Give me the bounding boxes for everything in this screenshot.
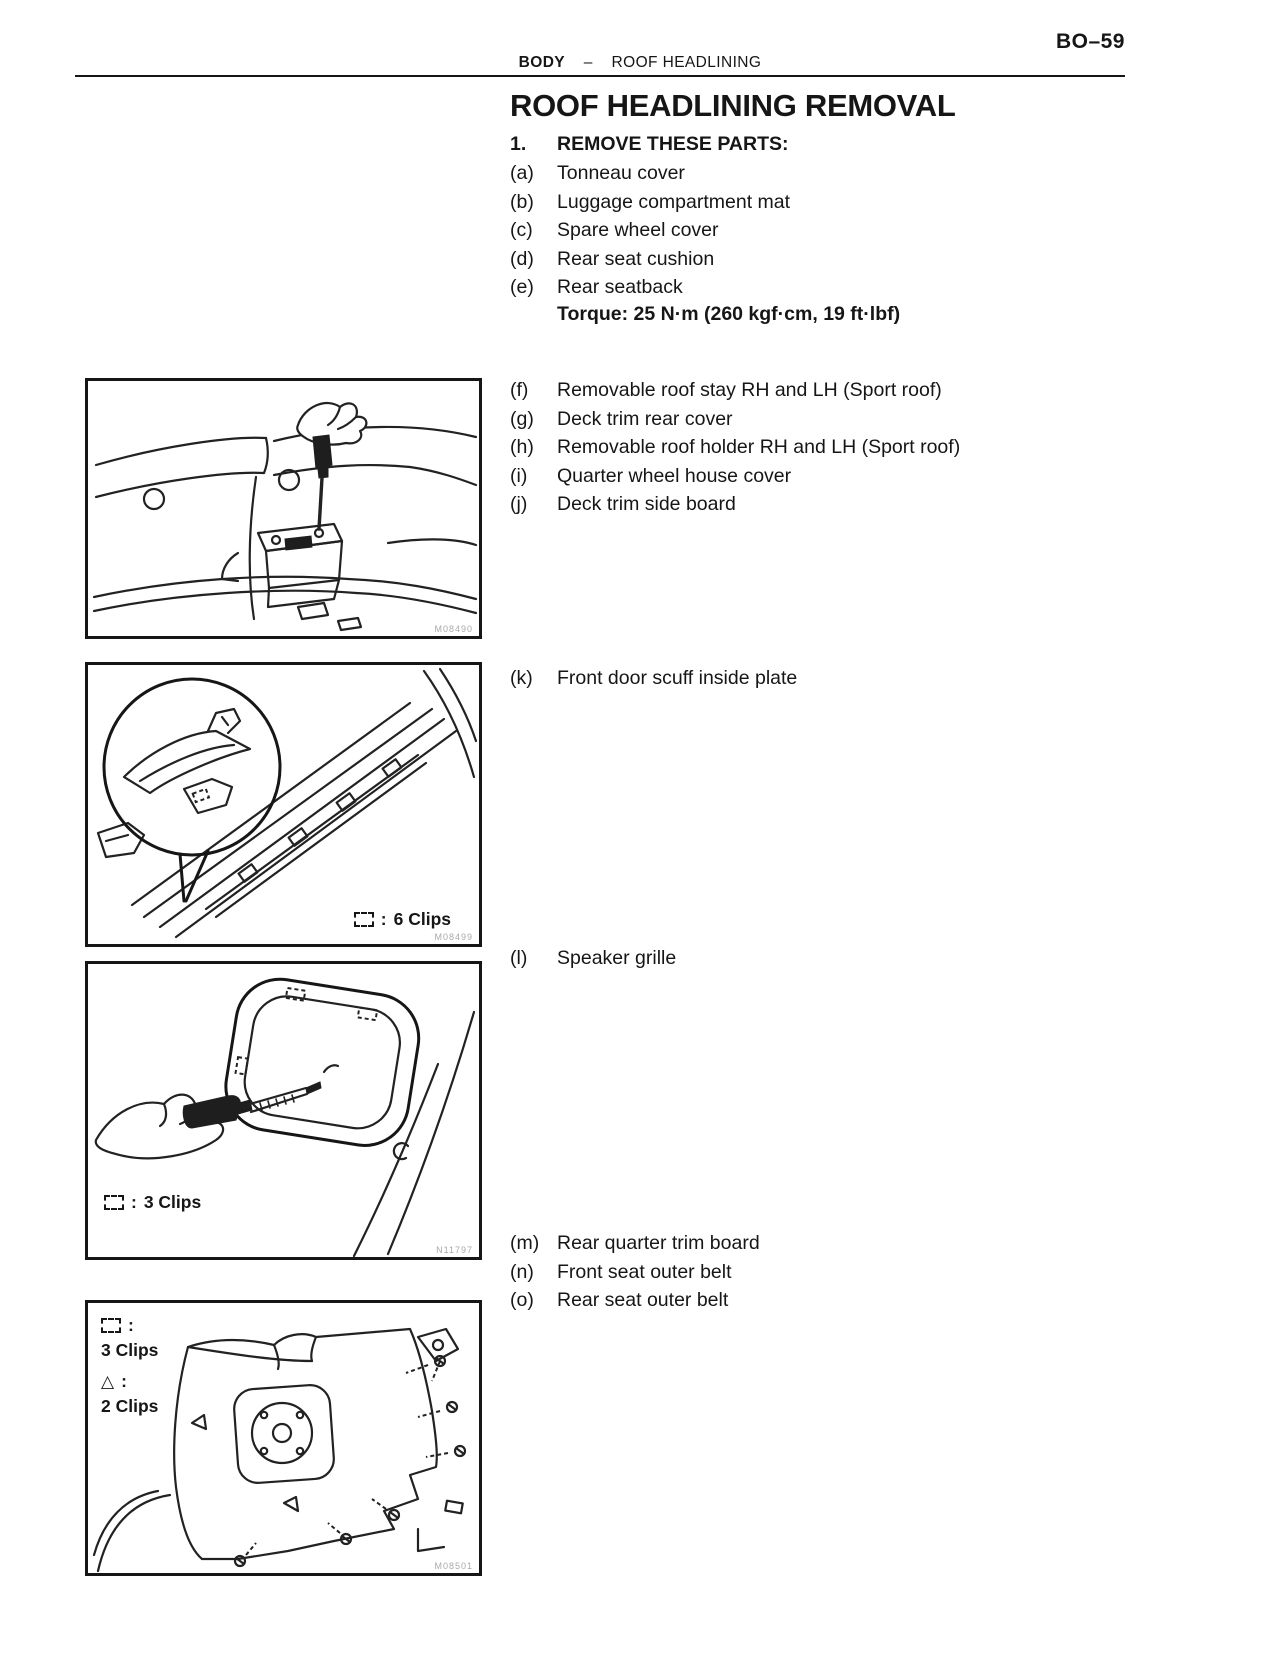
item-tag: (o) [510,1289,534,1312]
page-number: BO–59 [1055,30,1125,53]
running-header-section: BODY [518,54,566,71]
legend-count: 2 Clips [101,1396,159,1416]
item-text: Rear quarter trim board [557,1232,760,1254]
item-tag: (a) [510,162,534,184]
list-item: (j) Deck trim side board [510,493,960,522]
list-item: (e) Rear seatback [510,276,790,305]
dashed-box-icon [101,1318,121,1333]
clips-legend: : 3 Clips △ : 2 Clips [101,1313,158,1419]
item-tag: (l) [510,947,528,969]
item-tag: (e) [510,276,534,299]
item-tag: (f) [510,379,529,401]
clips-separator: : [131,1192,137,1212]
figure-speaker-grille: : 3 Clips N11797 [85,961,482,1260]
item-text: Deck trim side board [557,493,736,516]
legend-separator: : [121,1371,127,1391]
dashed-box-icon [353,912,374,927]
item-text: Spare wheel cover [557,219,719,242]
list-item: (d) Rear seat cushion [510,248,790,277]
clips-count: 3 Clips [143,1192,202,1212]
list-item: (f) Removable roof stay RH and LH (Sport … [510,379,960,408]
item-tag: (j) [510,493,528,516]
clips-count: 6 Clips [393,909,451,929]
figure-scuff-plate-illustration [96,667,478,939]
step-heading: 1. REMOVE THESE PARTS: [510,133,789,156]
item-text: Speaker grille [557,947,677,969]
figure-roof-stay-removal: M08490 [85,378,482,639]
list-item: (o) Rear seat outer belt [510,1289,760,1318]
figure-code: M08501 [434,1561,473,1571]
item-text: Rear seat outer belt [557,1289,729,1312]
item-text: Rear seat cushion [557,247,715,270]
figure-door-scuff-plate: : 6 Clips M08499 [85,662,482,947]
list-item: (h) Removable roof holder RH and LH (Spor… [510,436,960,465]
parts-list-l: (l) Speaker grille [510,947,676,976]
page-title: ROOF HEADLINING REMOVAL [510,88,956,123]
legend-separator: : [128,1315,134,1335]
dashed-box-icon [104,1195,124,1210]
torque-note: Torque: 25 N·m (260 kgf·cm, 19 ft·lbf) [557,303,901,325]
parts-list-f-j: (f) Removable roof stay RH and LH (Sport … [510,379,960,522]
list-item: (g) Deck trim rear cover [510,408,960,437]
item-text: Deck trim rear cover [557,407,733,430]
item-tag: (h) [510,436,534,459]
legend-row-clips: △ : [101,1369,158,1394]
clips-count-label: : 6 Clips [353,909,451,930]
figure-roof-stay-illustration [92,401,478,632]
step-number: 1. [510,133,527,155]
item-tag: (m) [510,1232,540,1254]
item-text: Removable roof stay RH and LH (Sport roo… [557,379,942,401]
parts-list-a-e: (a) Tonneau cover (b) Luggage compartment … [510,162,790,305]
list-item: (a) Tonneau cover [510,162,790,191]
parts-list-m-o: (m) Rear quarter trim board (n) Front seat… [510,1232,760,1318]
figure-rear-quarter-trim: : 3 Clips △ : 2 Clips M08501 [85,1300,482,1576]
list-item: (c) Spare wheel cover [510,219,790,248]
legend-row-clips: : [101,1313,158,1338]
item-text: Removable roof holder RH and LH (Sport r… [557,436,961,459]
running-header: BODY – ROOF HEADLINING [0,54,1280,72]
item-text: Quarter wheel house cover [557,464,792,487]
figure-code: M08490 [434,624,473,634]
header-rule [75,75,1125,77]
running-header-chapter: ROOF HEADLINING [611,54,762,71]
legend-count: 3 Clips [101,1340,159,1360]
list-item: (b) Luggage compartment mat [510,191,790,220]
figure-code: M08499 [434,932,473,942]
item-tag: (k) [510,667,533,689]
figure-speaker-grille-illustration [94,977,476,1257]
figure-rear-quarter-trim-illustration [92,1327,467,1573]
item-tag: (b) [510,190,534,213]
clips-count-label: : 3 Clips [104,1192,201,1213]
item-text: Front seat outer belt [557,1260,732,1283]
list-item: (i) Quarter wheel house cover [510,465,960,494]
list-item: (n) Front seat outer belt [510,1261,760,1290]
clips-separator: : [380,909,387,929]
item-tag: (d) [510,247,534,270]
item-text: Luggage compartment mat [557,190,791,213]
list-item: (l) Speaker grille [510,947,676,976]
figure-code: N11797 [436,1245,473,1255]
item-text: Front door scuff inside plate [557,667,798,689]
list-item: (m) Rear quarter trim board [510,1232,760,1261]
item-text: Rear seatback [557,276,683,299]
triangle-icon: △ [101,1372,115,1391]
item-tag: (n) [510,1260,534,1283]
step-heading-text: REMOVE THESE PARTS: [557,133,789,155]
item-tag: (i) [510,464,528,487]
item-tag: (c) [510,219,533,242]
list-item: (k) Front door scuff inside plate [510,667,797,696]
item-tag: (g) [510,407,534,430]
parts-list-k: (k) Front door scuff inside plate [510,667,797,696]
item-text: Tonneau cover [557,162,685,184]
running-header-dash: – [583,54,593,71]
